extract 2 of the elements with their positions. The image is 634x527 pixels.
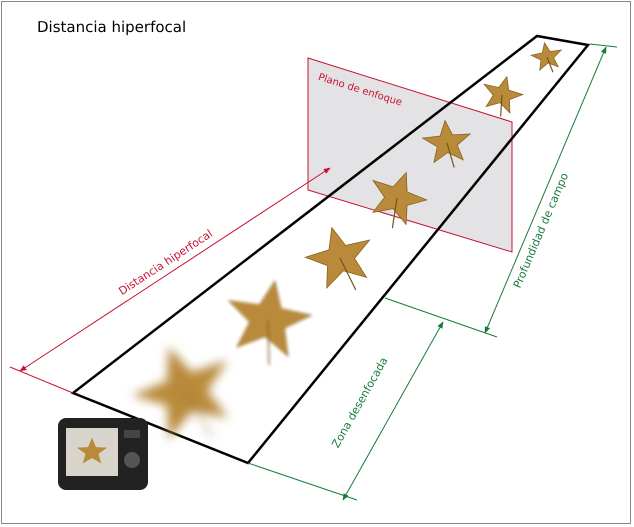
plane-label: Plano de enfoque: [316, 72, 404, 109]
diagram-title: Distancia hiperfocal: [37, 18, 186, 36]
